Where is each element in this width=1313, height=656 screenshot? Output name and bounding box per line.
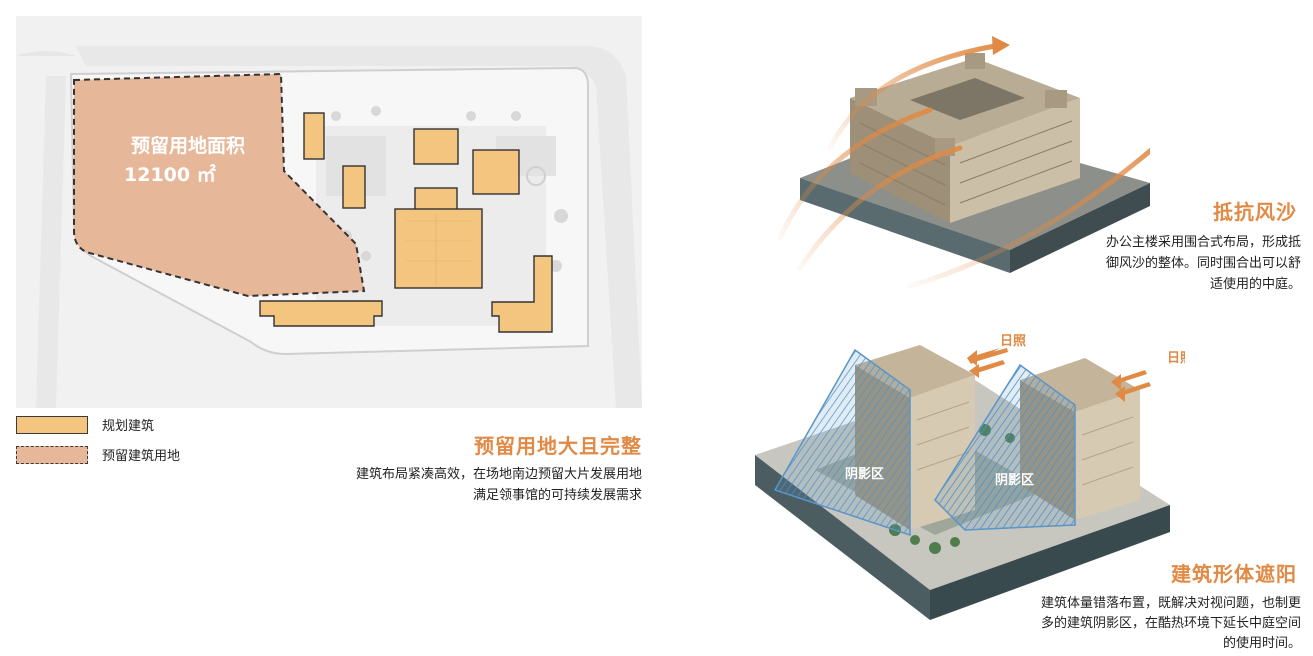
courtyard-building-diagram [777, 36, 1150, 289]
text-line: 御风沙的整体。同时围合出可以舒 [1105, 256, 1301, 271]
legend-swatch-reserved [16, 445, 88, 464]
section-title-reserved-land: 预留用地大且完整 [474, 434, 642, 458]
text-line: 的使用时间。 [1222, 636, 1301, 651]
section-title-shading: 建筑形体遮阳 [1171, 562, 1297, 586]
text-line: 建筑体量错落布置，既解决对视问题，也制更 [1040, 596, 1301, 611]
section-text-wind-sand: 办公主楼采用围合式布局，形成抵 御风沙的整体。同时围合出可以舒 适使用的中庭。 [1106, 232, 1301, 295]
shadow-label-right: 阴影区 [995, 472, 1034, 488]
section-title-wind-sand: 抵抗风沙 [1213, 200, 1297, 224]
text-line: 建筑布局紧凑高效，在场地南边预留大片发展用地 [355, 467, 642, 482]
text-line: 办公主楼采用围合式布局，形成抵 [1105, 235, 1301, 250]
sun-label-left: 日照 [1000, 334, 1026, 349]
section-text-shading: 建筑体量错落布置，既解决对视问题，也制更 多的建筑阴影区，在酷热环境下延长中庭空… [1041, 594, 1301, 654]
legend-swatch-planned [16, 415, 88, 434]
section-text-reserved-land: 建筑布局紧凑高效，在场地南边预留大片发展用地 满足领事馆的可持续发展需求 [356, 464, 642, 506]
legend-label-planned: 规划建筑 [102, 419, 155, 434]
reserved-area-title: 预留用地面积 [131, 134, 245, 157]
sun-label-right: 日照 [1167, 351, 1185, 366]
shading-building-diagram: 日照 日照 阴影区 阴影区 [755, 334, 1185, 620]
legend-planned-building: 规划建筑 [16, 415, 154, 434]
text-line: 满足领事馆的可持续发展需求 [472, 488, 642, 503]
legend-label-reserved: 预留建筑用地 [102, 449, 181, 464]
text-line: 多的建筑阴影区，在酷热环境下延长中庭空间 [1040, 616, 1301, 631]
reserved-area-value: 12100 ㎡ [124, 163, 216, 186]
text-line: 适使用的中庭。 [1209, 277, 1301, 292]
legend-reserved-land: 预留建筑用地 [16, 445, 180, 464]
site-plan: 预留用地面积 12100 ㎡ [16, 16, 642, 408]
shadow-label-left: 阴影区 [845, 466, 884, 482]
